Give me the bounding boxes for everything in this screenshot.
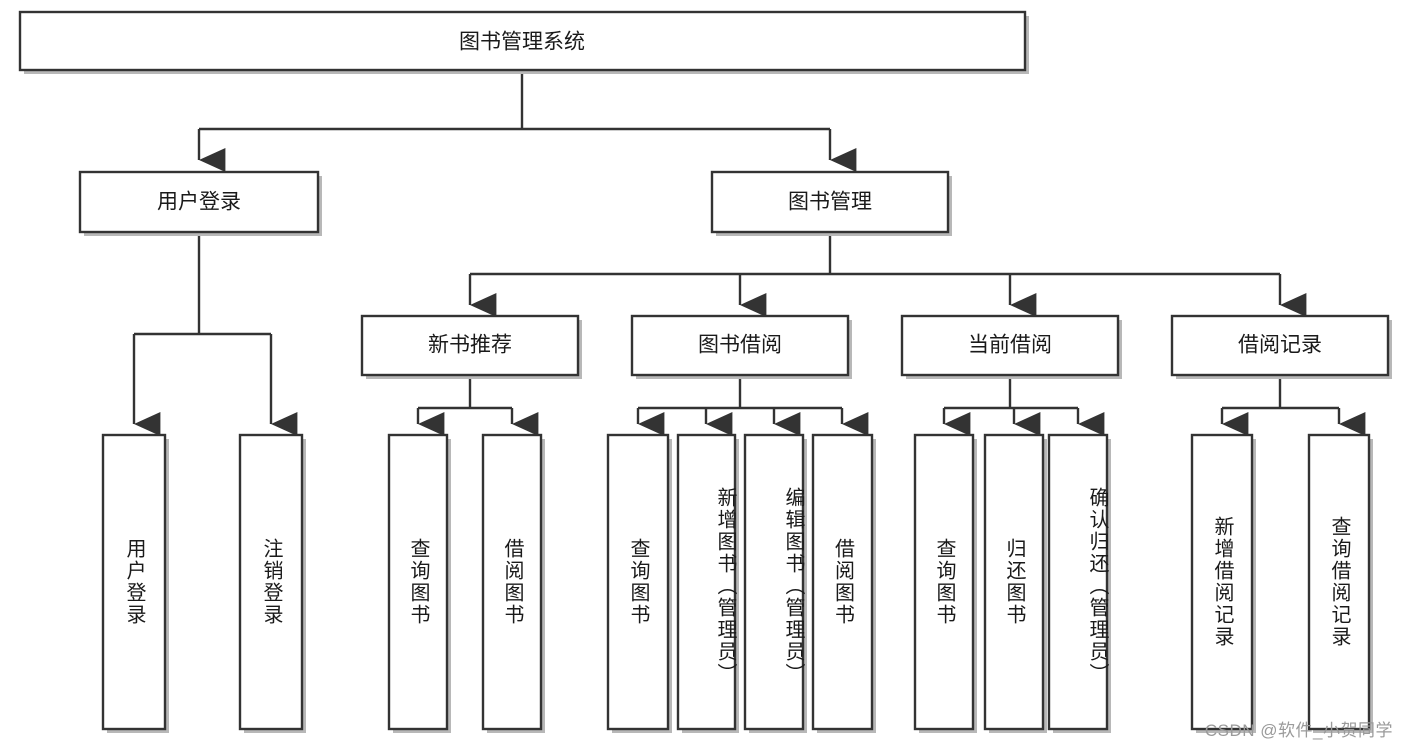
node-new-book-rec[interactable]: 新书推荐 [360, 314, 582, 379]
node-user-login[interactable]: 用户登录 [78, 170, 322, 236]
connector-root-to-level2 [197, 70, 857, 172]
leaf-node-add-record[interactable] [1190, 433, 1256, 733]
node-borrow-record[interactable]: 借阅记录 [1170, 314, 1392, 379]
connector-userlogin-to-leaves [132, 232, 298, 436]
node-user-login-label: 用户登录 [157, 191, 241, 214]
node-new-book-rec-label: 新书推荐 [428, 334, 512, 357]
connector-bookborrow-to-leaves [636, 375, 869, 436]
node-root[interactable]: 图书管理系统 [18, 10, 1029, 74]
node-current-borrow[interactable]: 当前借阅 [900, 314, 1122, 379]
leaf-node-query-book[interactable] [606, 433, 672, 733]
leaf-node-query-book-rec[interactable] [387, 433, 451, 733]
csdn-watermark: CSDN @软件_小贺同学 [1204, 721, 1393, 740]
node-root-label: 图书管理系统 [459, 31, 585, 54]
node-book-manage[interactable]: 图书管理 [710, 170, 952, 236]
node-book-manage-label: 图书管理 [788, 191, 872, 214]
leaf-node-borrow-book-rec[interactable] [481, 433, 545, 733]
node-book-borrow[interactable]: 图书借阅 [630, 314, 852, 379]
leaf-node-return-book[interactable] [983, 433, 1047, 733]
leaf-node-borrow-book[interactable] [811, 433, 876, 733]
node-current-borrow-label: 当前借阅 [968, 334, 1052, 357]
connector-newbook-to-leaves [416, 375, 539, 436]
leaf-node-edit-book[interactable] [743, 433, 807, 733]
leaf-node-logout[interactable] [238, 433, 306, 733]
leaf-node-add-book[interactable] [676, 433, 739, 733]
connector-bookmanage-to-level3 [468, 232, 1307, 317]
leaf-node-query-record[interactable] [1307, 433, 1373, 733]
leaf-node-confirm-return[interactable] [1047, 433, 1111, 733]
connector-borrowrecord-to-leaves [1220, 375, 1366, 436]
node-borrow-record-label: 借阅记录 [1238, 334, 1322, 357]
node-book-borrow-label: 图书借阅 [698, 334, 782, 357]
leaf-node-query-book-cur[interactable] [913, 433, 977, 733]
leaf-node-user-login[interactable] [101, 433, 169, 733]
connector-currentborrow-to-leaves [942, 375, 1105, 436]
